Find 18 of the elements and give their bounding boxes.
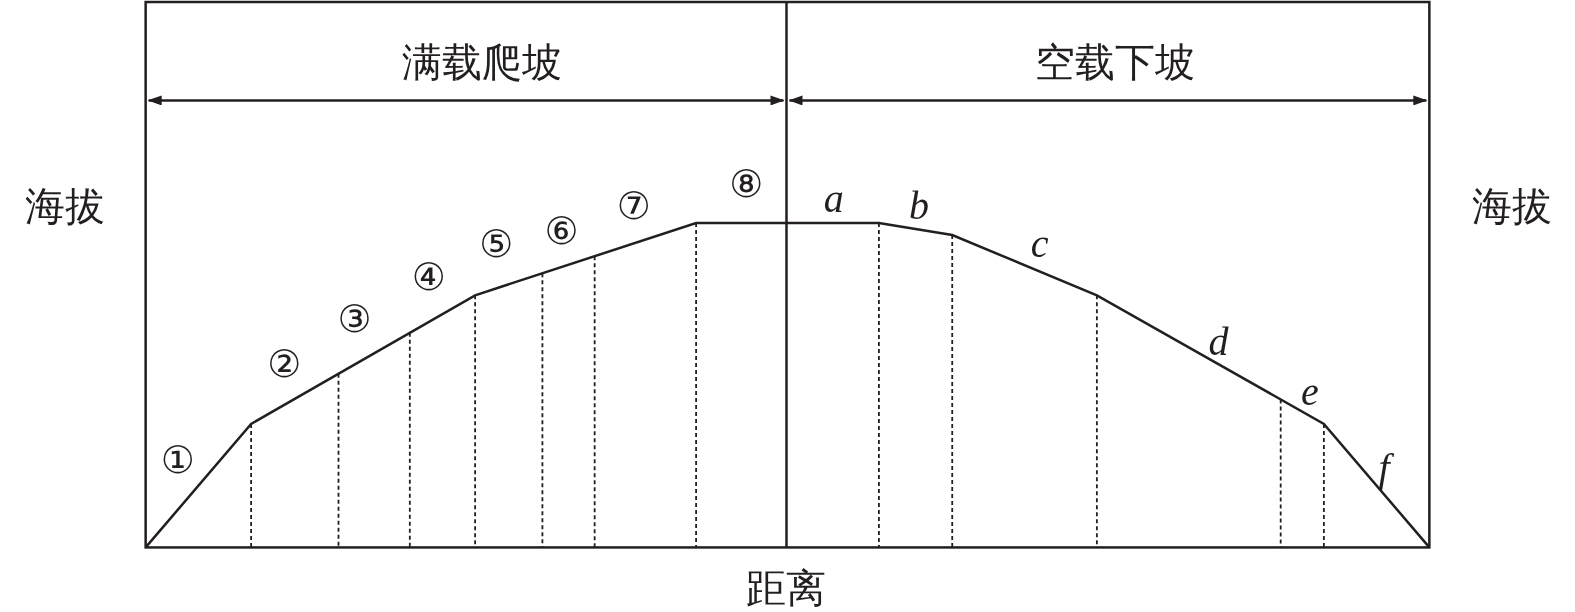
segment-letter: e bbox=[1300, 371, 1319, 412]
axis-label: 海拔 bbox=[1471, 185, 1552, 226]
segment-letter: b bbox=[909, 185, 930, 226]
segment-letter: d bbox=[1208, 321, 1229, 362]
section-label: 空载下坡 bbox=[1034, 42, 1195, 83]
segment-number: ⑧ bbox=[729, 164, 764, 203]
segment-number: ⑦ bbox=[616, 186, 651, 225]
segment-letter: c bbox=[1030, 224, 1049, 265]
segment-letter: a bbox=[823, 178, 844, 219]
segment-number: ② bbox=[267, 344, 302, 383]
segment-number: ⑤ bbox=[479, 225, 514, 264]
segment-number: ③ bbox=[337, 300, 372, 339]
segment-number: ④ bbox=[411, 258, 446, 297]
segment-number: ⑥ bbox=[544, 212, 579, 250]
segment-number: ① bbox=[160, 441, 195, 480]
axis-label: 距离 bbox=[746, 567, 827, 608]
section-label: 满载爬坡 bbox=[402, 42, 563, 83]
axis-label: 海拔 bbox=[25, 185, 106, 226]
